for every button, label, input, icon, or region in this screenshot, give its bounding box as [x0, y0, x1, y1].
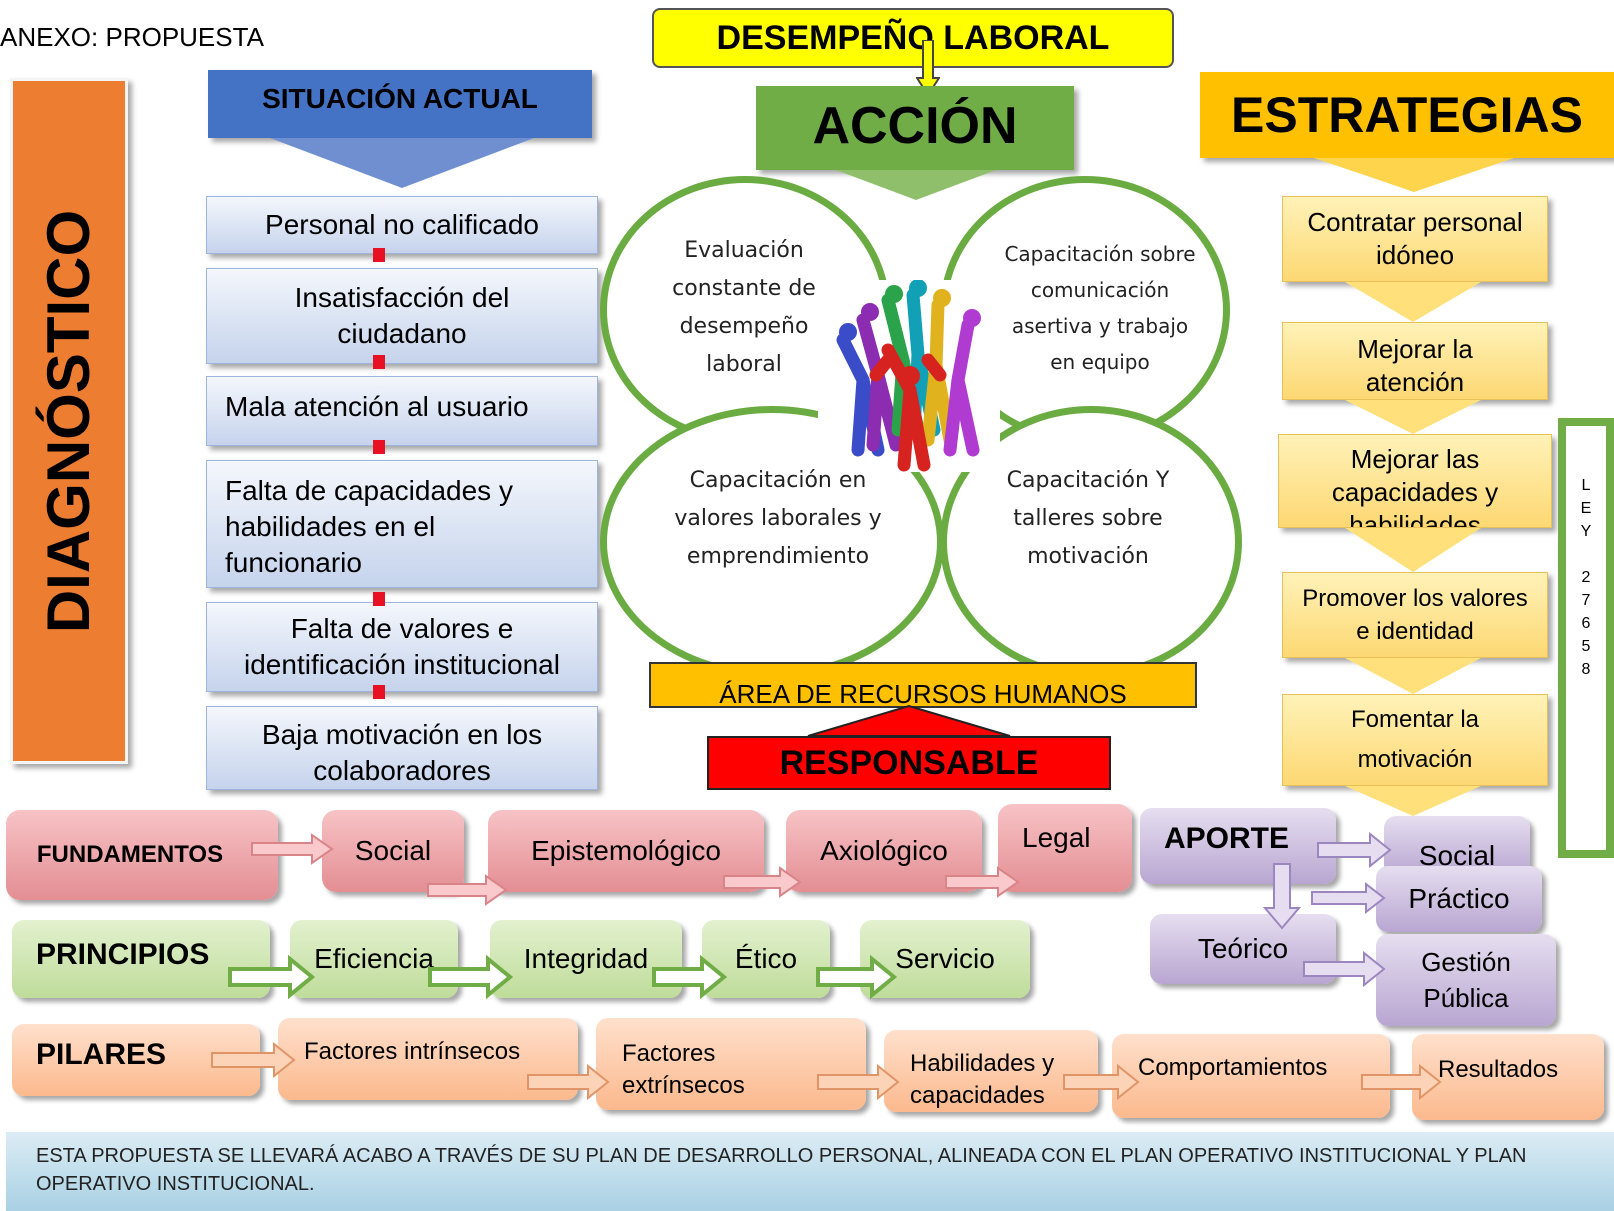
accion-circle-text: Evaluación constante de desempeño labora… [672, 238, 816, 377]
connector-arrow [373, 355, 385, 369]
footer-note: ESTA PROPUESTA SE LLEVARÁ ACABO A TRAVÉS… [6, 1132, 1614, 1211]
anexo-title: ANEXO: PROPUESTA [0, 22, 264, 52]
aporte-item: Práctico [1376, 866, 1542, 932]
pilar-item: Factores intrínsecos [278, 1018, 578, 1100]
connector-arrow [373, 248, 385, 262]
aporte-label-box: APORTE [1140, 808, 1336, 884]
pilares-label: PILARES [36, 1038, 167, 1071]
desempeno-label: DESEMPEÑO LABORAL [716, 18, 1110, 57]
responsable-box: RESPONSABLE [707, 736, 1111, 790]
pilar-item: Comportamientos [1112, 1034, 1390, 1118]
situacion-item: Baja motivación en los colaboradores [206, 706, 598, 790]
estrategia-item: Contratar personal idóneo [1282, 196, 1548, 282]
principio-item: Integridad [490, 920, 682, 998]
accion-circle-text: Capacitación Y talleres sobre motivación [1006, 468, 1170, 569]
ley-char: L [1581, 477, 1591, 494]
fundamento-item: Axiológico [786, 810, 982, 892]
situacion-item: Mala atención al usuario [206, 376, 598, 446]
ley-char: Y [1580, 523, 1592, 540]
estrategia-connector [1345, 282, 1481, 322]
accion-circle-text: Capacitación en valores laborales y empr… [674, 468, 882, 569]
accion-circle-text: Capacitación sobre comunicación asertiva… [1004, 242, 1196, 374]
ley-char: E [1580, 500, 1592, 517]
estrategia-connector [1345, 658, 1481, 694]
connector-arrow [373, 685, 385, 699]
pilares-label-box: PILARES [12, 1024, 260, 1096]
fundamentos-label-box: FUNDAMENTOS [6, 810, 278, 900]
situacion-item: Insatisfacción del ciudadano [206, 268, 598, 364]
fundamento-item: Legal [998, 804, 1132, 892]
situacion-title: SITUACIÓN ACTUAL [262, 83, 538, 114]
ley-box: L E Y 2 7 6 5 8 [1558, 418, 1614, 858]
situacion-item: Personal no calificado [206, 196, 598, 254]
connector-arrow [373, 440, 385, 454]
diagnostico-title: DIAGNÓSTICO [35, 209, 103, 633]
estrategia-connector [1345, 786, 1481, 816]
estrategia-item: Mejorar las capacidades y habilidades [1278, 434, 1552, 528]
aporte-item: Gestión Pública [1376, 934, 1556, 1026]
responsable-up-arrow [807, 704, 1011, 737]
desempeno-box: DESEMPEÑO LABORAL [652, 8, 1174, 68]
accion-down-arrow [836, 170, 996, 200]
estrategia-item: Fomentar la motivación [1282, 694, 1548, 786]
principios-label: PRINCIPIOS [36, 938, 210, 971]
accion-title: ACCIÓN [812, 97, 1018, 155]
pilar-item: Factores extrínsecos [596, 1018, 866, 1110]
pilar-item: Habilidades y capacidades [884, 1030, 1098, 1112]
accion-header: ACCIÓN [756, 86, 1074, 170]
fundamento-item: Social [322, 810, 464, 892]
estrategias-header: ESTRATEGIAS [1200, 72, 1614, 158]
fundamento-item: Epistemológico [488, 810, 764, 892]
situacion-header: SITUACIÓN ACTUAL [208, 70, 592, 138]
estrategia-connector [1345, 400, 1481, 434]
ley-char: 2 [1581, 569, 1591, 586]
principio-item: Servicio [860, 920, 1030, 998]
estrategias-down-arrow [1314, 158, 1514, 192]
area-rrhh-box: ÁREA DE RECURSOS HUMANOS [649, 662, 1197, 708]
estrategia-connector [1345, 528, 1481, 572]
situacion-down-arrow [270, 138, 534, 188]
ley-char: 8 [1581, 661, 1591, 678]
situacion-item: Falta de valores e identificación instit… [206, 602, 598, 692]
footer-text: ESTA PROPUESTA SE LLEVARÁ ACABO A TRAVÉS… [36, 1145, 1527, 1195]
aporte-label: APORTE [1164, 822, 1290, 855]
estrategia-item: Promover los valores e identidad [1282, 572, 1548, 658]
ley-char: 6 [1581, 615, 1591, 632]
team-people-illustration [818, 280, 1000, 472]
pilar-item: Resultados [1412, 1034, 1604, 1120]
responsable-label: RESPONSABLE [779, 743, 1039, 782]
connector-arrow [373, 592, 385, 606]
principio-item: Ético [702, 920, 830, 998]
estrategia-item: Mejorar la atención [1282, 322, 1548, 400]
ley-char: 5 [1581, 638, 1591, 655]
ley-char: 7 [1581, 592, 1591, 609]
principios-label-box: PRINCIPIOS [12, 920, 270, 998]
diagnostico-panel: DIAGNÓSTICO [10, 78, 128, 764]
aporte-item: Teórico [1150, 914, 1336, 984]
estrategias-title: ESTRATEGIAS [1231, 87, 1583, 143]
area-rrhh-label: ÁREA DE RECURSOS HUMANOS [719, 678, 1127, 708]
situacion-item: Falta de capacidades y habilidades en el… [206, 460, 598, 588]
principio-item: Eficiencia [290, 920, 458, 998]
ley-char [1566, 543, 1606, 566]
fundamentos-label: FUNDAMENTOS [36, 841, 224, 868]
